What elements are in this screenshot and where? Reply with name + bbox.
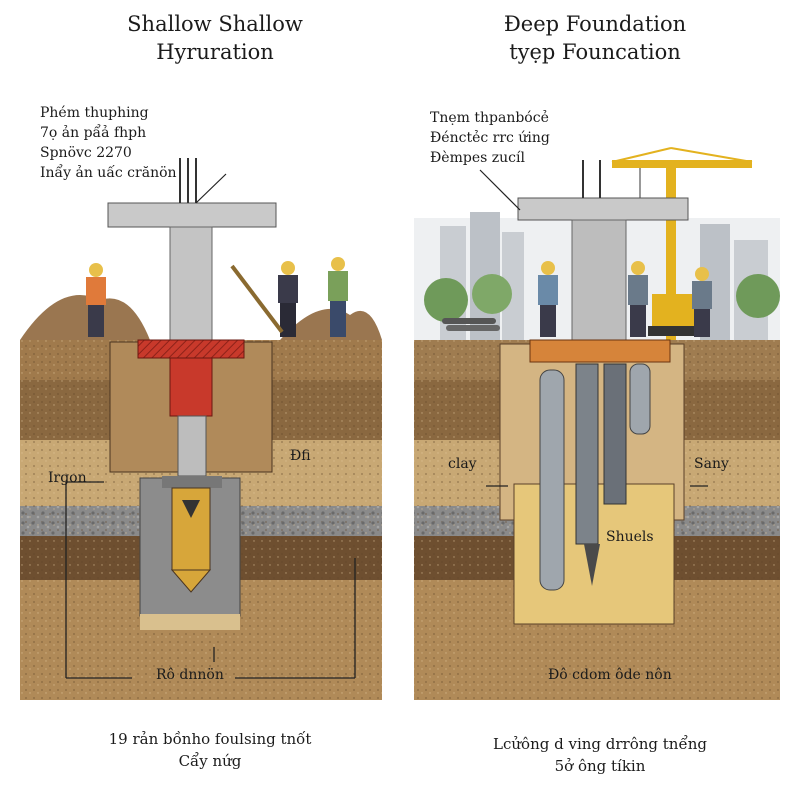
red-formwork-neck: [169, 357, 213, 417]
worker: [86, 263, 106, 337]
caption-line-1: 19 rản bồnho foulsing tnốt: [108, 730, 312, 748]
worker: [328, 257, 348, 337]
concrete-column: [169, 226, 213, 341]
pile: [603, 363, 627, 505]
soil-label-shuels: Shuels: [606, 529, 654, 545]
shallow-foundation-title: Shallow Shallow Hyruration: [60, 10, 370, 66]
auger-tip: [170, 569, 212, 593]
steel-shaft: [177, 415, 207, 477]
note-leader: [195, 173, 227, 204]
concrete-column: [571, 219, 627, 343]
pile: [629, 363, 651, 435]
deep-notes: Tnẹm thpanbócẻ Ðénctẻc rrc ứing Ðèmpes z…: [430, 108, 550, 168]
pile: [575, 363, 599, 545]
shallow-panel: Irgon Ðfi Rô dnnön: [20, 158, 382, 700]
tower-crane: [611, 147, 753, 340]
title-line-1: Shallow Shallow: [127, 12, 303, 36]
orange-pile-cap: [529, 339, 671, 363]
shaft-collar: [162, 476, 222, 488]
title-line-2: tyẹp Founcation: [509, 40, 681, 64]
note-line: Spnövc 2270: [40, 145, 132, 161]
shovel: [230, 264, 284, 334]
pile-cap-slab: [517, 197, 689, 221]
footing-cap-slab: [107, 202, 277, 228]
note-leader: [479, 169, 521, 211]
worker: [692, 267, 712, 337]
title-line-2: Hyruration: [156, 40, 274, 64]
note-line: Phém thuphing: [40, 105, 149, 121]
title-line-1: Ðeep Foundation: [503, 12, 687, 36]
building: [502, 232, 524, 340]
tree: [472, 274, 512, 314]
red-formwork: [137, 339, 245, 359]
worker: [278, 261, 298, 337]
caption-line-1: Lcửông d ving drrông tnểng: [493, 735, 707, 753]
bottom-label: Ðô cdom ôde nôn: [548, 667, 672, 683]
note-line: Ðénctẻc rrc ứing: [430, 130, 550, 146]
shallow-caption: 19 rản bồnho foulsing tnốt Cẩy nứg: [20, 728, 400, 772]
auger-flight: [182, 500, 200, 518]
deep-foundation-title: Ðeep Foundation tyẹp Founcation: [440, 10, 750, 66]
soil-label-sany: Sany: [694, 456, 729, 472]
deep-caption: Lcửông d ving drrông tnểng 5ở ông tíkin: [410, 733, 790, 777]
steel-pipe: [442, 318, 496, 324]
soil-label-irgon: Irgon: [48, 470, 87, 486]
bottom-label: Rô dnnön: [156, 667, 224, 683]
note-line: Tnẹm thpanbócẻ: [430, 110, 549, 126]
soil-label-clay: clay: [448, 456, 477, 472]
worker: [538, 261, 558, 337]
shallow-notes: Phém thuphing 7ọ ản pẩả fhph Spnövc 2270…: [40, 103, 177, 183]
tree: [736, 274, 780, 318]
soil-label-dfi: Ðfi: [290, 448, 311, 464]
caption-line-2: 5ở ông tíkin: [554, 757, 646, 775]
steel-pipe: [446, 325, 500, 331]
worker: [628, 261, 648, 337]
note-line: Inẩy ản uấc crănön: [40, 165, 177, 181]
dirt-mound: [20, 295, 150, 340]
note-line: Ðèmpes zucíl: [430, 150, 525, 166]
auger-screw: [584, 544, 600, 586]
note-line: 7ọ ản pẩả fhph: [40, 125, 147, 141]
pile: [539, 369, 565, 591]
tree: [424, 278, 468, 322]
trench-base: [140, 614, 240, 630]
deep-panel: clay Sany Shuels Ðô cdom ôde nôn: [414, 147, 780, 700]
caption-line-2: Cẩy nứg: [178, 752, 242, 770]
